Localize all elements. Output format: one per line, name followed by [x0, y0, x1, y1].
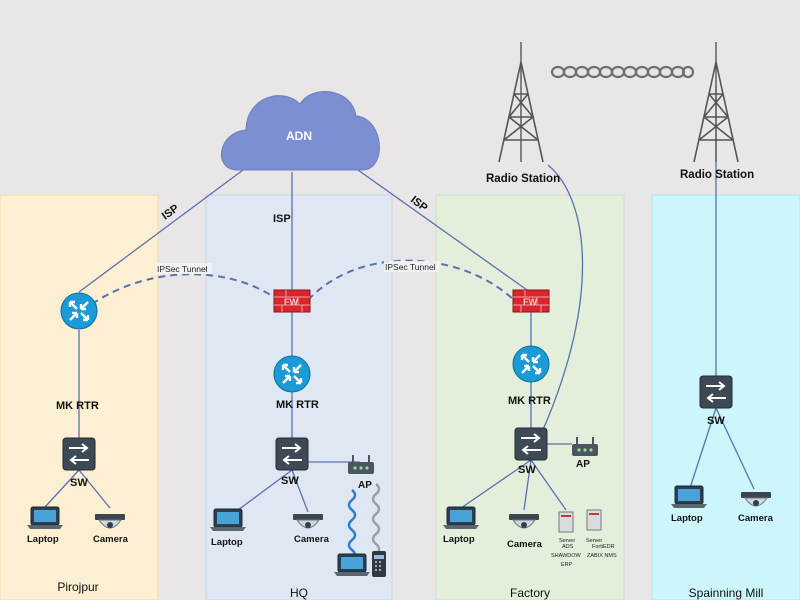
server-kind-left: Server [559, 538, 575, 544]
laptop-label: Laptop [27, 534, 59, 545]
server-name-left-1: ADS [562, 544, 574, 550]
server-name-right-2: ZABIX NMS [587, 553, 617, 559]
firewall-label: FW [284, 297, 298, 307]
wireless-link-icon [550, 65, 695, 79]
camera-label: Camera [93, 534, 129, 545]
laptop-label: Laptop [443, 534, 475, 545]
laptop-label: Laptop [671, 513, 703, 524]
site-name-pirojpur: Pirojpur [57, 580, 98, 594]
server-icon[interactable] [558, 511, 574, 533]
router-label: MK RTR [56, 400, 99, 412]
switch-icon[interactable] [514, 427, 548, 461]
firewall-label: FW [523, 297, 537, 307]
site-name-factory: Factory [510, 586, 550, 600]
laptop-icon[interactable] [333, 553, 371, 577]
isp-label-center: ISP [273, 213, 291, 225]
site-name-hq: HQ [290, 586, 308, 600]
zone-factory [435, 194, 625, 600]
laptop-icon[interactable] [26, 506, 64, 530]
switch-label: SW [518, 464, 536, 476]
radio-tower-icon [498, 41, 544, 163]
laptop-label: Laptop [211, 537, 243, 548]
radio-tower-icon [693, 41, 739, 163]
ap-label: AP [576, 459, 590, 470]
server-name-left-2: SHAWDOW [551, 553, 582, 559]
adn-cloud: ADN [221, 91, 380, 171]
router-icon[interactable] [272, 354, 312, 394]
router-label: MK RTR [276, 399, 319, 411]
zone-hq [205, 194, 393, 600]
isp-label-left: ISP [160, 202, 181, 222]
server-name-left-3: ERP [561, 562, 573, 568]
camera-label: Camera [294, 534, 330, 545]
ipsec-label-left: IPSec Tunnel [157, 264, 208, 274]
ipsec-label-right: IPSec Tunnel [385, 262, 436, 272]
laptop-icon[interactable] [670, 485, 708, 509]
switch-icon[interactable] [62, 437, 96, 471]
switch-label: SW [707, 415, 725, 427]
switch-icon[interactable] [699, 375, 733, 409]
cloud-label: ADN [286, 129, 312, 143]
switch-label: SW [281, 475, 299, 487]
server-kind-right: Server [586, 538, 602, 544]
server-icon[interactable] [586, 509, 602, 531]
router-icon[interactable] [59, 291, 99, 331]
ipsec-tunnels [91, 259, 515, 305]
isp-label-right: ISP [408, 194, 429, 214]
router-icon[interactable] [511, 344, 551, 384]
camera-label: Camera [507, 539, 543, 550]
site-name-spinning-mill: Spainning Mill [689, 586, 764, 600]
router-label: MK RTR [508, 395, 551, 407]
switch-label: SW [70, 477, 88, 489]
mobile-phone-icon[interactable] [372, 551, 386, 577]
laptop-icon[interactable] [209, 508, 247, 532]
ap-label: AP [358, 480, 372, 491]
radio-label-spinning: Radio Station [680, 169, 754, 181]
server-name-right-1: FortiEDR [592, 544, 615, 550]
radio-label-factory: Radio Station [486, 173, 560, 185]
switch-icon[interactable] [275, 437, 309, 471]
camera-label: Camera [738, 513, 774, 524]
laptop-icon[interactable] [442, 506, 480, 530]
